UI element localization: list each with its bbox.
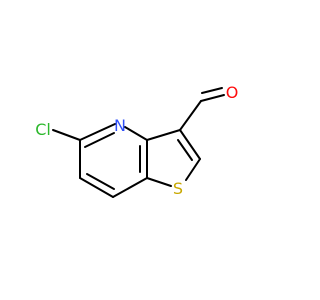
sulfur-label: S <box>173 179 183 198</box>
bond-c3-c2-inner <box>177 139 193 161</box>
bond-c-o-inner <box>201 87 223 94</box>
oxygen-label: O <box>226 83 239 102</box>
bonds <box>52 87 225 198</box>
bond-c5-n4-inner <box>84 132 115 148</box>
bond-c3-cho <box>179 100 202 131</box>
atom-labels: Cl N O S <box>35 83 238 198</box>
bond-c3a-c3 <box>146 129 181 141</box>
bond-c3a-n4 <box>124 126 148 141</box>
chlorine-label: Cl <box>35 120 51 139</box>
bond-s1-c7a <box>146 177 172 187</box>
bond-c2-s1 <box>185 158 201 181</box>
bond-c-o <box>200 94 225 102</box>
bond-c5-n4 <box>79 123 116 141</box>
structure-canvas: Cl N O S <box>35 83 238 198</box>
bond-c3-c2 <box>179 129 201 160</box>
nitrogen-label: N <box>114 116 126 135</box>
bond-c6-c7 <box>79 177 114 198</box>
bond-c6-c7-inner <box>86 173 115 190</box>
bond-cl-c5 <box>52 129 81 141</box>
bond-c7-c7a <box>112 177 148 198</box>
